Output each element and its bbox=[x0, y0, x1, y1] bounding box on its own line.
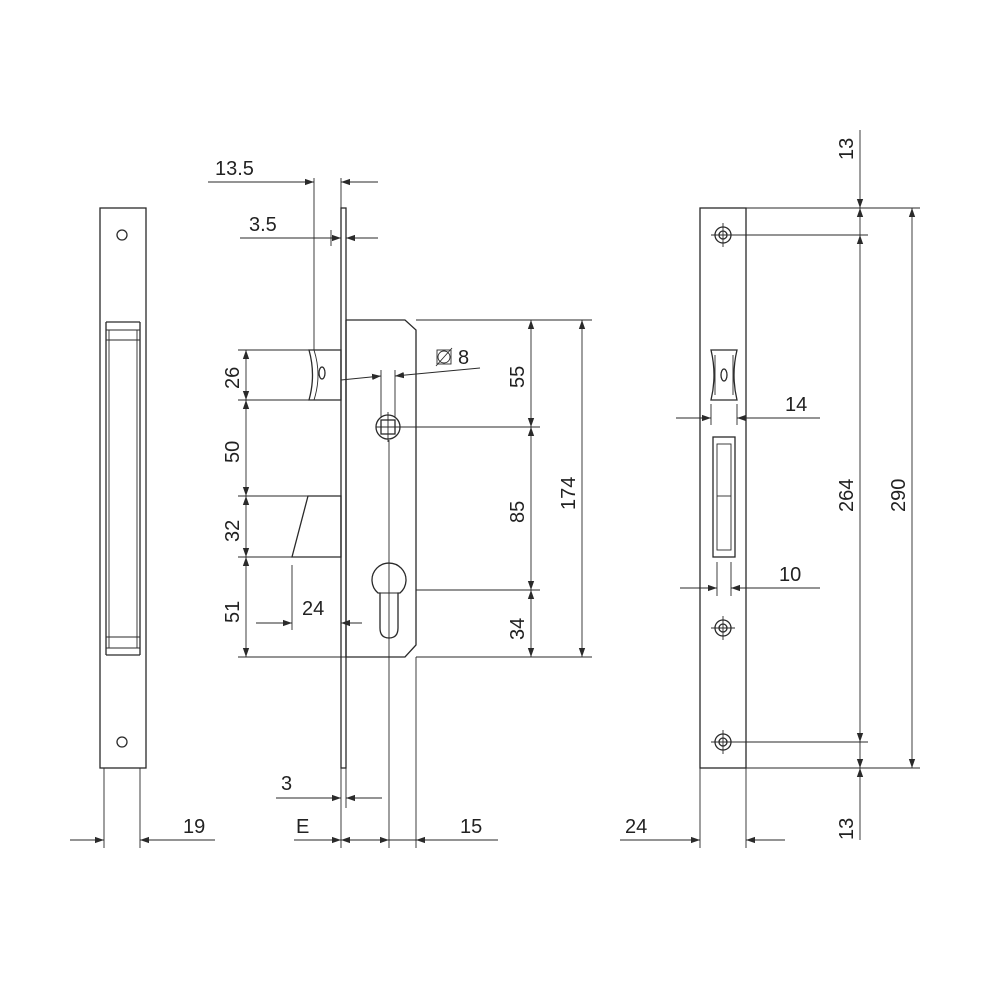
lock-case bbox=[346, 319, 417, 658]
dim-screw-spacing: 264 bbox=[836, 479, 858, 512]
front-latch bbox=[710, 349, 738, 401]
dim-latch-height: 26 bbox=[222, 367, 244, 389]
front-bolt-slot bbox=[712, 436, 736, 558]
dim-faceplate-length: 290 bbox=[888, 479, 910, 512]
side-faceplate bbox=[99, 207, 147, 769]
front-view: 13 264 290 13 14 10 24 bbox=[620, 130, 920, 848]
spindle-square bbox=[375, 412, 540, 442]
dim-body-height: 174 bbox=[558, 477, 580, 510]
dim-inner-offset: 3.5 bbox=[249, 214, 277, 236]
dim-cylinder-to-bottom: 34 bbox=[507, 618, 529, 640]
deadbolt bbox=[291, 495, 342, 558]
faceplate-strip bbox=[340, 207, 347, 769]
dim-side-width: 19 bbox=[183, 816, 205, 838]
dim-front-top-margin: 13 bbox=[836, 138, 858, 160]
dim-front-latch-width: 14 bbox=[785, 394, 807, 416]
latch bbox=[308, 349, 342, 401]
dim-bolt-to-bottom: 51 bbox=[222, 601, 244, 623]
screw-icon-top bbox=[711, 223, 735, 247]
dim-square-to-top: 55 bbox=[507, 366, 529, 388]
dim-faceplate-thickness: 3 bbox=[281, 773, 292, 795]
dim-backset: E bbox=[296, 816, 309, 838]
lock-body-view: 13.5 3.5 26 50 32 51 24 bbox=[208, 158, 592, 848]
side-screw-hole-top bbox=[116, 229, 128, 241]
dim-faceplate-width: 24 bbox=[625, 816, 647, 838]
dim-square-diameter: 8 bbox=[458, 347, 469, 369]
screw-icon-middle bbox=[711, 616, 735, 640]
dim-bolt-height: 32 bbox=[222, 520, 244, 542]
dim-front-bottom-margin: 13 bbox=[836, 818, 858, 840]
dim-bolt-throw: 24 bbox=[302, 598, 324, 620]
dim-front-bolt-width: 10 bbox=[779, 564, 801, 586]
diameter-icon bbox=[435, 347, 453, 367]
side-screw-hole-bottom bbox=[116, 736, 128, 748]
side-body-strip bbox=[105, 321, 141, 656]
front-faceplate bbox=[699, 207, 747, 769]
dim-square-to-cylinder: 85 bbox=[507, 501, 529, 523]
dim-body-depth: 15 bbox=[460, 816, 482, 838]
dim-latch-to-bolt: 50 bbox=[222, 441, 244, 463]
side-view: 19 bbox=[70, 207, 215, 848]
screw-icon-bottom bbox=[711, 730, 735, 754]
dim-faceplate-offset: 13.5 bbox=[215, 158, 254, 180]
